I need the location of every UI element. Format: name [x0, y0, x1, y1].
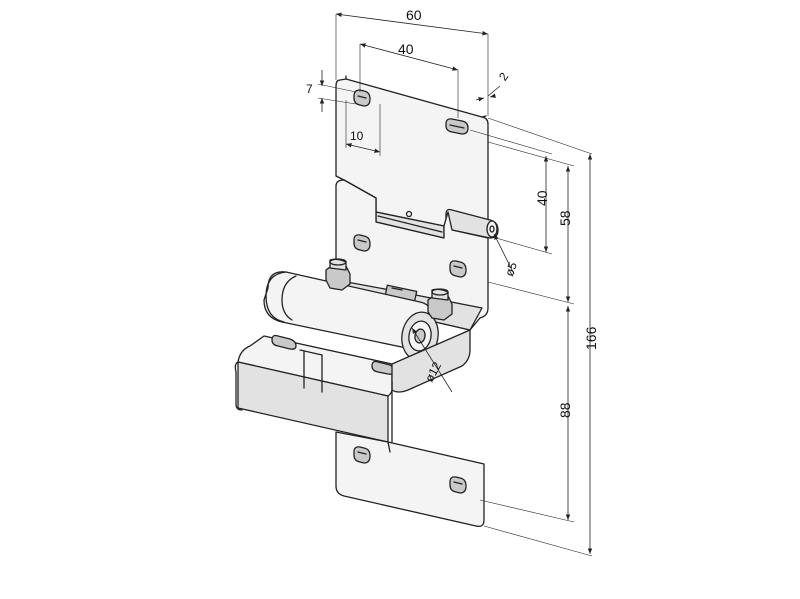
- hinge-part: [234, 75, 499, 528]
- dim-slot-height: 7: [306, 82, 313, 96]
- bolt-left: [325, 258, 351, 291]
- bend: [391, 329, 471, 393]
- bottom-plate-slot-right: [449, 476, 467, 494]
- top-plate-slot-right: [445, 118, 469, 135]
- bottom-plate-slot-left: [353, 446, 371, 464]
- dim-slot-offset: 10: [350, 129, 364, 143]
- dim-pin-diameter: ø5: [502, 260, 520, 278]
- dim-hole-spacing: 40: [398, 41, 414, 57]
- dim-lower-section: 88: [557, 402, 573, 418]
- bottom-plate: [335, 431, 485, 528]
- bolt-right: [427, 288, 453, 321]
- dim-thickness: 2: [496, 70, 511, 84]
- middle-plate-slot-left: [353, 234, 371, 252]
- dim-upper-hole-drop: 40: [534, 190, 550, 206]
- middle-plate-slot-right: [449, 260, 467, 278]
- dim-overall-width: 60: [406, 7, 422, 23]
- dim-upper-leaf: 58: [557, 210, 573, 226]
- dim-total-height: 166: [583, 326, 599, 350]
- top-plate-slot-left: [353, 89, 371, 107]
